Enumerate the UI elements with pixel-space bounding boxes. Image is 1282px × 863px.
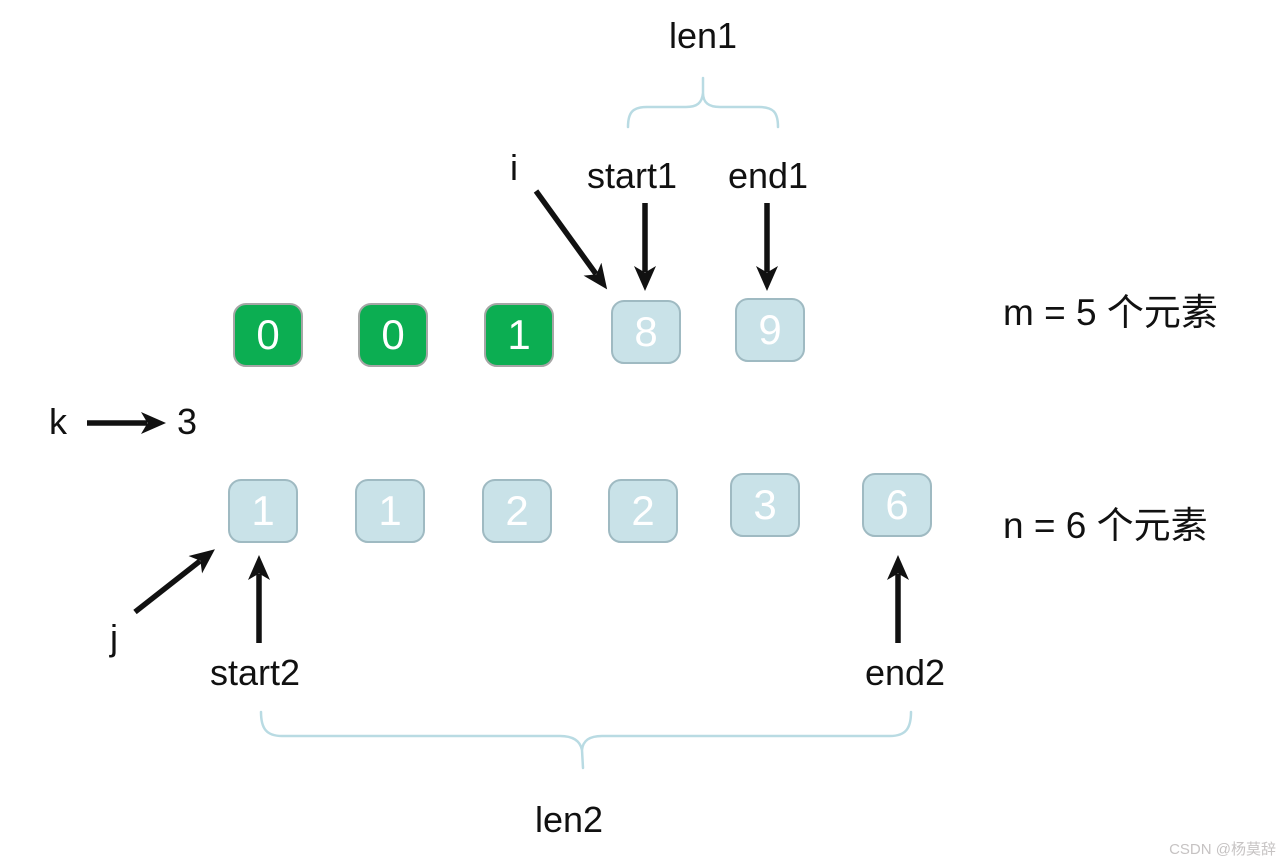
array1-cell-1: 0	[358, 303, 428, 367]
csdn-watermark: CSDN @杨莫辞	[1169, 841, 1276, 858]
array1-cell-4: 9	[735, 298, 805, 362]
array2-cell-5: 6	[862, 473, 932, 537]
end1-pointer-label: end1	[727, 155, 809, 196]
array1-cell-3: 8	[611, 300, 681, 364]
len2-label: len2	[534, 799, 604, 840]
k-pointer-value: 3	[176, 401, 198, 442]
start1-pointer-label: start1	[586, 155, 678, 196]
len1-label: len1	[668, 15, 738, 56]
array2-cell-4: 3	[730, 473, 800, 537]
j-pointer-label: j	[110, 617, 118, 658]
array1-count-label: m = 5 个元素	[1003, 292, 1218, 333]
i-arrow	[533, 189, 608, 290]
j-arrow	[133, 549, 215, 615]
start2-pointer-label: start2	[209, 652, 301, 693]
end2-pointer-label: end2	[864, 652, 946, 693]
len1-brace	[626, 76, 780, 129]
k-pointer-label: k	[49, 401, 67, 442]
array2-cell-3: 2	[608, 479, 678, 543]
array2-cell-1: 1	[355, 479, 425, 543]
array2-cell-0: 1	[228, 479, 298, 543]
array2-count-label: n = 6 个元素	[1003, 505, 1208, 546]
array1-cell-2: 1	[484, 303, 554, 367]
len2-brace	[259, 710, 913, 770]
array2-cell-2: 2	[482, 479, 552, 543]
i-pointer-label: i	[510, 147, 518, 188]
array1-cell-0: 0	[233, 303, 303, 367]
